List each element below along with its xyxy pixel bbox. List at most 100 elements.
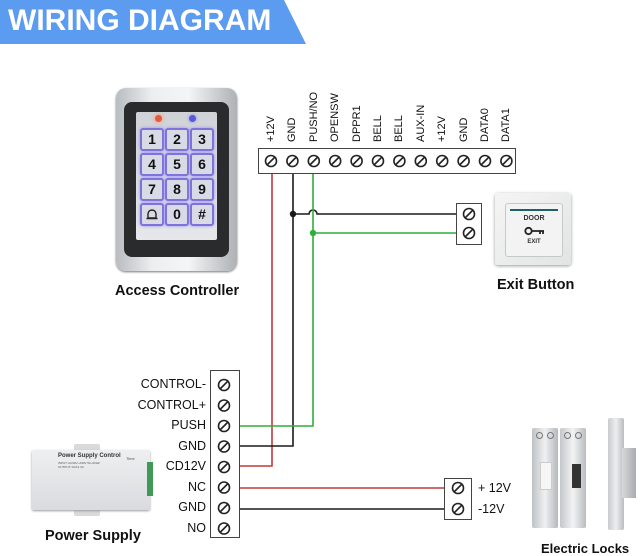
banner-shape [0,0,306,44]
key-hash[interactable]: # [190,203,214,226]
magnetic-lock-left [532,428,558,528]
controller-pin-label: BELL [393,115,406,142]
keypad-bezel: 1 2 3 4 5 6 7 8 9 0 # [124,102,229,257]
power-supply-terminal-label: PUSH [171,418,206,432]
controller-screws [264,154,513,168]
screw-icon [350,154,363,168]
exit-button-indicator [510,209,558,211]
power-supply-terminal-label: GND [178,500,206,514]
wire-12v-red [240,174,273,467]
key-7[interactable]: 7 [140,178,164,201]
screw-icon [451,481,465,495]
screw-icon [307,154,321,168]
electric-locks-caption: Electric Locks [541,541,630,556]
power-supply-green-terminal [147,462,153,496]
junction-green [309,229,317,237]
exit-button-door-text: DOOR [523,215,545,222]
led-red-icon [155,115,162,122]
lock-label-sticker [540,462,552,490]
key-6[interactable]: 6 [190,153,214,176]
screw-icon [500,154,513,168]
power-supply-device-output: OUTPUT: DC12 3A [58,465,84,469]
screw-icon [217,522,231,535]
power-supply-device-title: Power Supply Control [58,453,121,459]
power-supply-terminal-label: NC [187,479,206,494]
screw-icon [457,154,470,168]
access-controller-device: 1 2 3 4 5 6 7 8 9 0 # [116,88,237,271]
screw-icon [286,154,299,168]
screw-icon [478,154,492,168]
wire-push-green [240,174,314,427]
screw-hole-icon [564,432,571,439]
exit-button-exit-text: EXIT [527,239,541,245]
wire-gnd-black [240,174,294,447]
controller-pin-label: DATA1 [500,108,513,142]
bell-icon [146,209,158,220]
junction-black [289,210,297,218]
power-supply-terminal-label: NO [187,520,206,535]
screw-hole-icon [547,432,554,439]
screw-hole-icon [536,432,543,439]
power-supply-terminal-label: CONTROL- [140,377,206,391]
screw-icon [217,378,231,392]
controller-pin-label: DPPR1 [350,105,363,142]
strike-body [622,448,636,498]
key-bell[interactable] [140,203,164,226]
magnetic-lock-right [560,428,586,528]
power-supply-device-input: INPUT: AC90V~260V 50~60HZ [58,461,100,465]
led-blue-icon [189,115,196,122]
controller-pin-label: GND [457,117,470,142]
lock-terminal-plus12v: + 12V [478,481,512,495]
exit-button-caption: Exit Button [497,277,575,293]
screw-icon [462,207,476,221]
key-2[interactable]: 2 [165,128,189,151]
screw-icon [328,154,342,168]
key-9[interactable]: 9 [190,178,214,201]
controller-terminal-block [258,148,516,174]
screw-hole-icon [575,432,582,439]
power-supply-terminal-label: GND [178,438,206,453]
key-5[interactable]: 5 [165,153,189,176]
controller-pin-label: DATA0 [479,108,491,142]
power-supply-screws [217,378,231,535]
power-supply-caption: Power Supply [45,528,141,544]
electric-locks-device [528,418,638,533]
lock-label-plate [572,464,581,488]
screw-icon [435,154,449,168]
wire-exit-gnd-black [293,209,456,215]
key-1[interactable]: 1 [140,128,164,151]
screw-icon [217,440,231,453]
key-8[interactable]: 8 [165,178,189,201]
screw-icon [451,502,465,516]
keypad-face: 1 2 3 4 5 6 7 8 9 0 # [136,112,217,240]
power-supply-terminal-label: CD12V [165,459,206,473]
controller-pin-label: GND [286,117,299,142]
exit-button-device[interactable]: DOOR EXIT [495,193,571,265]
strike-lock [608,418,636,530]
exit-button-screws [462,207,476,240]
screw-icon [217,501,231,515]
controller-pin-label: +12V [265,116,277,142]
screw-icon [217,481,231,494]
screw-icon [217,399,231,412]
controller-pin-label: BELL [372,115,384,142]
mounting-tab-top [74,444,100,452]
controller-pin-label: PUSH/NO [307,91,320,142]
screw-icon [217,419,231,433]
power-supply-body: Power Supply Control INPUT: AC90V~260V 5… [32,450,153,510]
power-supply-device: Power Supply Control INPUT: AC90V~260V 5… [30,444,155,516]
screw-icon [217,460,231,474]
lock-terminal-block [444,478,472,520]
key-0[interactable]: 0 [165,203,189,226]
key-3[interactable]: 3 [190,128,214,151]
power-supply-terminal-label: CONTROL+ [137,397,206,412]
key-4[interactable]: 4 [140,153,164,176]
screw-icon [462,226,476,240]
power-supply-terminal-block [210,370,240,538]
controller-pin-label: OPENSW [329,93,342,142]
mounting-tab-bottom [74,508,100,516]
exit-button-face: DOOR EXIT [505,203,563,257]
controller-pin-label: AUX-IN [414,104,427,142]
power-supply-device-time: Time [126,456,135,461]
